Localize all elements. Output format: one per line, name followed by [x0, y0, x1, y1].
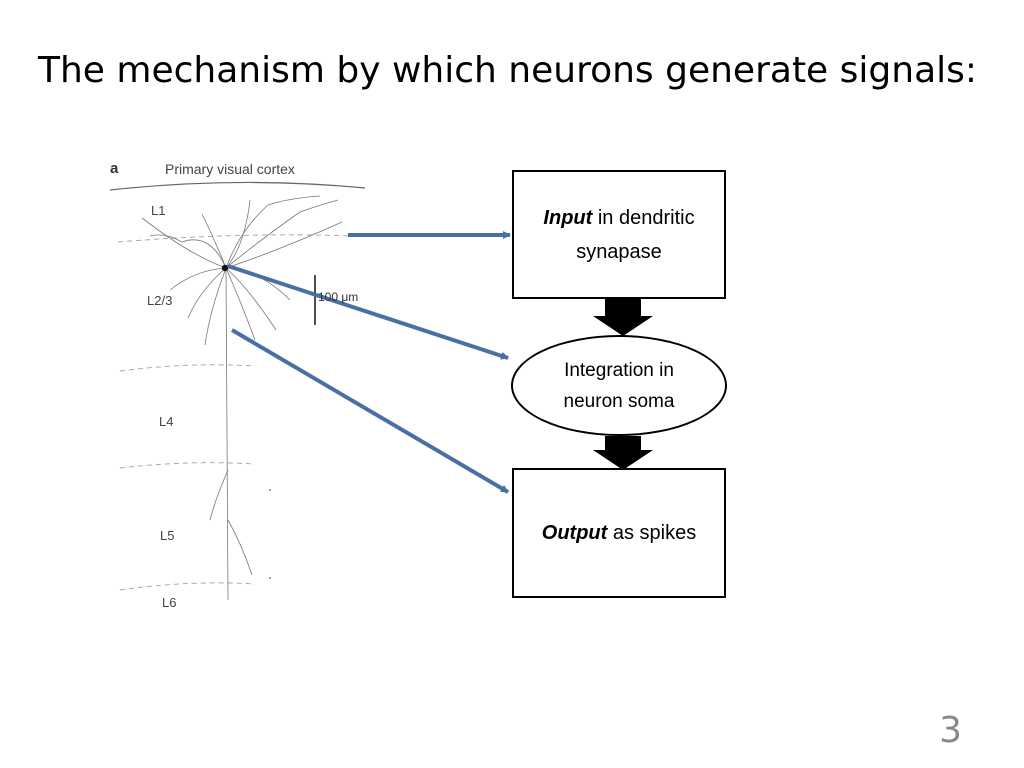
integration-ellipse: Integration in neuron soma — [511, 335, 727, 436]
slide-title: The mechanism by which neurons generate … — [38, 50, 978, 91]
output-box-text: Output as spikes — [542, 516, 696, 550]
arrow-axon-to-output — [230, 328, 510, 494]
flow-arrow-integration-to-output — [593, 436, 653, 470]
input-box-text: Input in dendritic synapase — [538, 201, 700, 269]
output-rest: as spikes — [607, 522, 697, 544]
neuron-soma-dot — [221, 264, 229, 272]
scale-bar-label: 100 μm — [318, 290, 359, 304]
neuron-dendrites — [141, 195, 343, 601]
boundary-l4-l5 — [119, 462, 256, 469]
input-emphasis: Input — [543, 206, 593, 229]
arrow-soma-to-integration — [227, 264, 509, 360]
boundary-l1-l23 — [117, 234, 351, 243]
layer-label-l23: L2/3 — [147, 293, 173, 308]
input-box: Input in dendritic synapase — [512, 170, 726, 299]
boundary-l23-l4 — [119, 364, 256, 372]
figure-panel-letter: a — [110, 160, 119, 177]
input-rest: in dendritic synapase — [576, 206, 695, 263]
figure-title: Primary visual cortex — [165, 161, 295, 177]
layer-boundaries — [117, 234, 351, 591]
output-box: Output as spikes — [512, 468, 726, 598]
cortex-surface-line — [109, 181, 366, 191]
page-number: 3 — [939, 710, 962, 751]
layer-label-l5: L5 — [160, 528, 175, 543]
flow-arrow-input-to-integration — [593, 299, 653, 336]
output-emphasis: Output — [541, 522, 608, 544]
layer-label-l4: L4 — [159, 414, 174, 429]
layer-label-l1: L1 — [151, 203, 166, 218]
layer-label-l6: L6 — [162, 595, 177, 610]
boundary-l5-l6 — [119, 582, 256, 591]
integration-text: Integration in neuron soma — [563, 359, 675, 412]
